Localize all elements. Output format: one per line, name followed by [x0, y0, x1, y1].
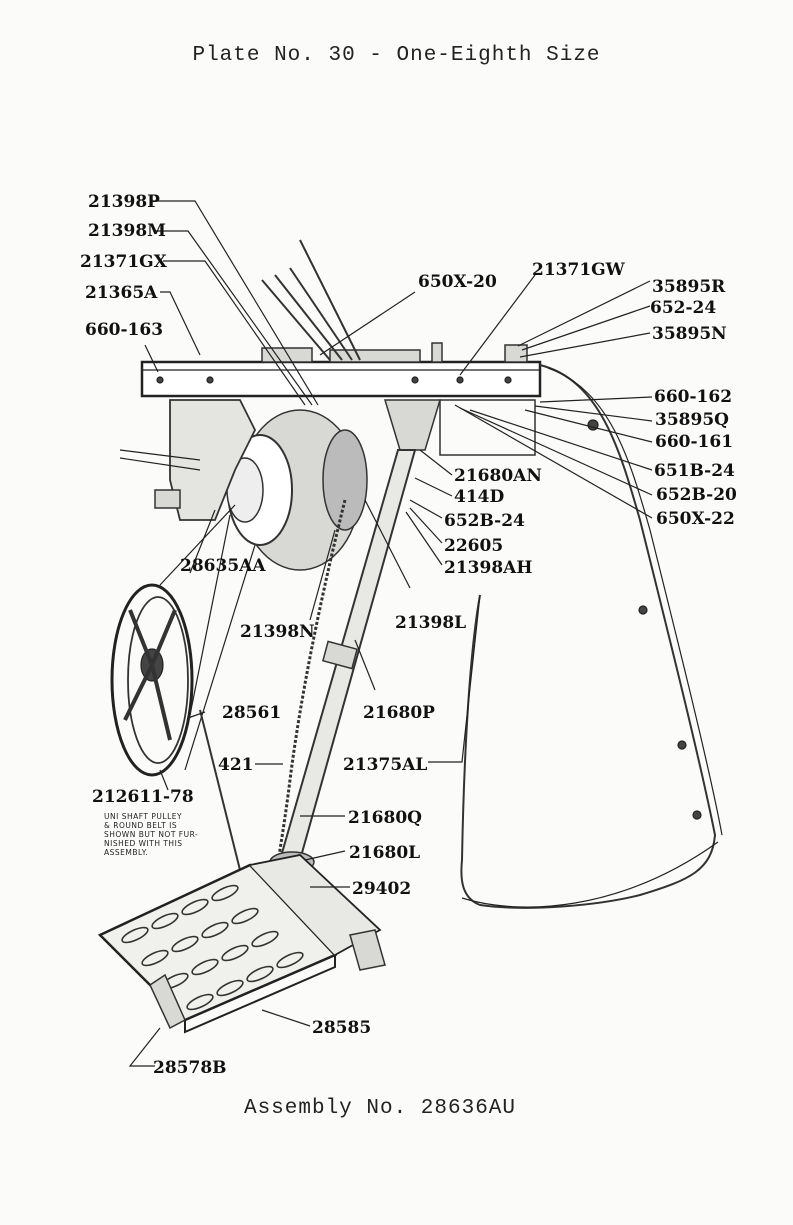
label-652B-24: 652B-24 — [444, 511, 525, 531]
balance-wheel — [110, 583, 194, 777]
label-28578B: 28578B — [153, 1058, 227, 1078]
belt-guard — [460, 364, 717, 909]
table-bar — [140, 360, 542, 398]
label-35895Q: 35895Q — [655, 410, 729, 430]
label-28585: 28585 — [312, 1018, 371, 1038]
leader-lines — [128, 200, 653, 1067]
label-650X-20: 650X-20 — [418, 272, 497, 292]
label-29402: 29402 — [352, 879, 411, 899]
label-660-163: 660-163 — [85, 320, 163, 340]
label-660-161: 660-161 — [655, 432, 733, 452]
treadle-plate — [97, 854, 386, 1034]
label-21680P: 21680P — [363, 703, 435, 723]
part-labels: 21398P 21398M 21371GX 21365A 660-163 650… — [80, 192, 737, 1078]
note-line-3: SHOWN BUT NOT FUR- — [104, 830, 198, 839]
assembly-number: Assembly No. 28636AU — [243, 1097, 517, 1120]
label-21398N: 21398N — [240, 622, 315, 642]
note-line-5: ASSEMBLY. — [104, 848, 148, 857]
label-21371GW: 21371GW — [532, 260, 626, 280]
label-21398AH: 21398AH — [444, 558, 532, 578]
label-22605: 22605 — [444, 536, 503, 556]
label-35895R: 35895R — [652, 277, 726, 297]
label-28561: 28561 — [222, 703, 281, 723]
machine-drawing — [97, 239, 723, 1034]
label-21398L: 21398L — [395, 613, 466, 633]
label-35895N: 35895N — [652, 324, 727, 344]
label-21680AN: 21680AN — [454, 466, 542, 486]
label-414D: 414D — [454, 487, 504, 507]
note-line-4: NISHED WITH THIS — [104, 839, 183, 848]
pulley-note: UNI SHAFT PULLEY & ROUND BELT IS SHOWN B… — [104, 812, 198, 857]
label-21398M: 21398M — [88, 221, 166, 241]
note-line-2: & ROUND BELT IS — [104, 821, 177, 830]
label-21375AL: 21375AL — [343, 755, 427, 775]
label-652-24: 652-24 — [650, 298, 716, 318]
note-line-1: UNI SHAFT PULLEY — [104, 812, 182, 821]
label-21680L: 21680L — [349, 843, 420, 863]
label-21680Q: 21680Q — [348, 808, 422, 828]
label-651B-24: 651B-24 — [654, 461, 735, 481]
label-21371GX: 21371GX — [80, 252, 168, 272]
label-21398P: 21398P — [88, 192, 160, 212]
label-421: 421 — [218, 755, 254, 775]
label-650X-22: 650X-22 — [656, 509, 735, 529]
label-21365A: 21365A — [85, 283, 158, 303]
label-28635AA: 28635AA — [180, 556, 266, 576]
pitman-chain — [273, 499, 347, 881]
label-212611-78: 212611-78 — [92, 787, 194, 807]
label-652B-20: 652B-20 — [656, 485, 737, 505]
plate-title: Plate No. 30 - One-Eighth Size — [192, 44, 601, 67]
label-660-162: 660-162 — [654, 387, 732, 407]
